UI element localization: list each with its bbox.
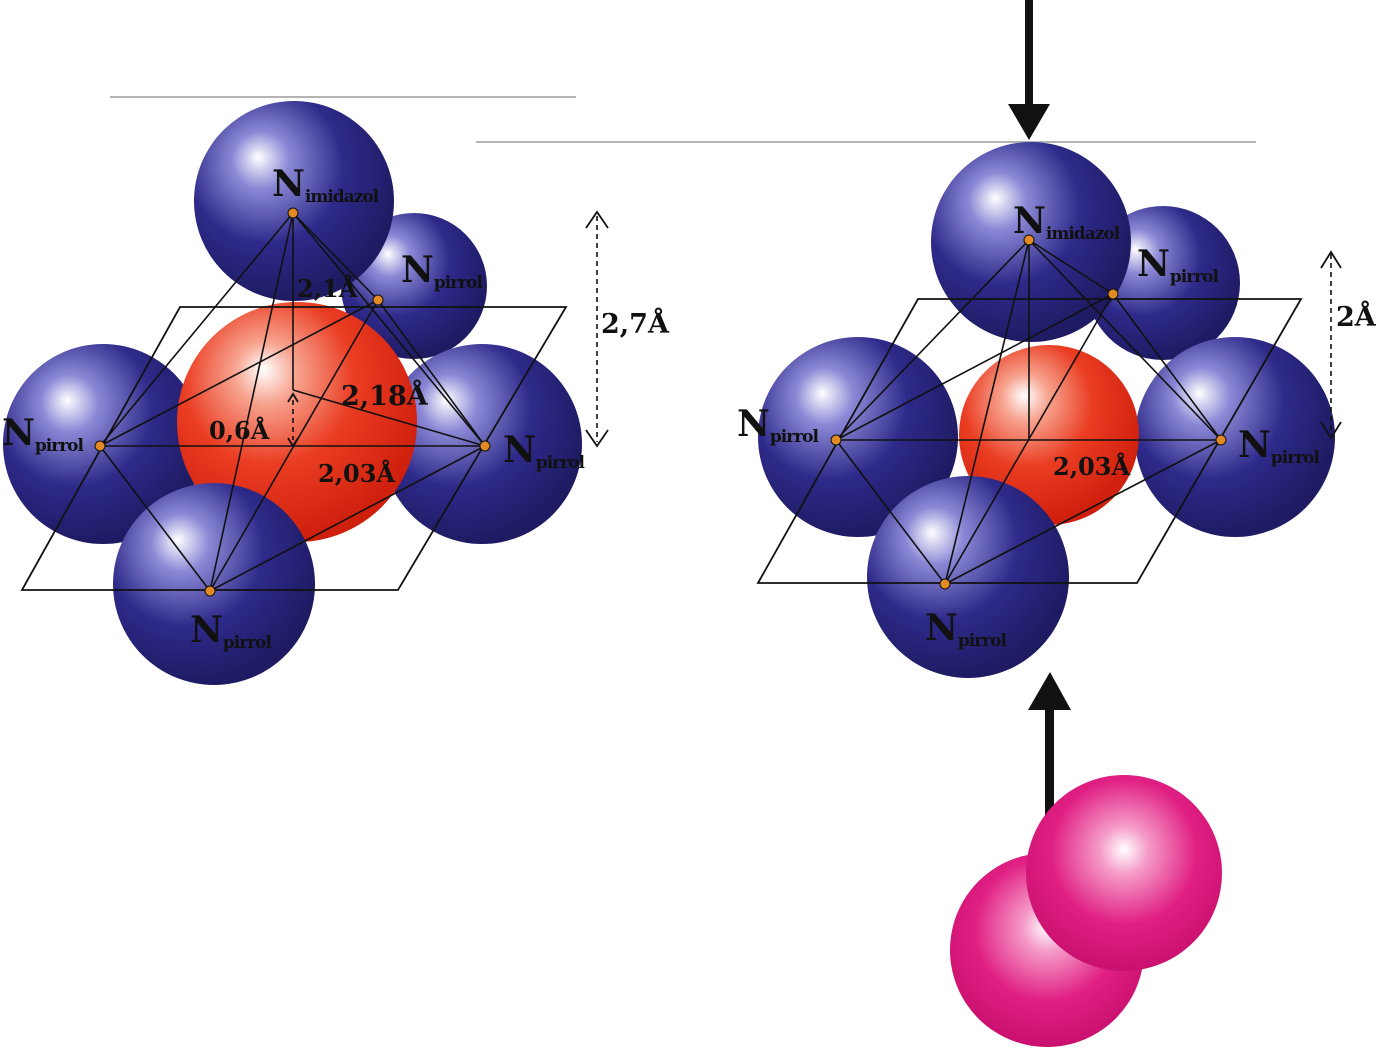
label-n-pirrol-front-r: Npirrol [925,607,1008,651]
label-n-pirrol-right-r: Npirrol [1238,424,1321,468]
bond-lines-r [835,239,1222,585]
height-label-right: 2Å [1336,299,1377,333]
oxy-heme-structure: Nimidazol Npirrol Npirrol Npirrol Npirro… [737,142,1377,678]
distance-fe-n-imidazol: 2,1Å [297,274,358,303]
atom-o-2 [1026,775,1222,971]
atom-centers [94,207,491,597]
displacement-label: 0,6Å [209,416,270,445]
distance-fe-n-pirrol-plane: 2,03Å [318,459,395,488]
porphyrin-plane [20,306,568,591]
atom-fe-r [959,345,1139,525]
label-n-imidazol-r: Nimidazol [1013,200,1121,244]
height-label-left: 2,7Å [601,306,670,340]
oxygen-molecule [950,775,1222,1047]
atom-n-pirrol-right-r [1135,337,1335,537]
atom-fe [177,302,417,542]
distance-fe-n-pirrol-apex: 2,18Å [341,378,429,412]
label-n-pirrol-back-r: Npirrol [1137,243,1220,287]
top-arrow [1008,0,1050,140]
deoxy-heme-structure: Nimidazol Npirrol Npirrol Npirrol Npirro… [2,101,670,685]
label-n-pirrol-left: Npirrol [2,412,85,456]
bottom-arrow [1028,672,1071,816]
atom-n-pirrol-front-r [867,476,1069,678]
label-n-pirrol-front: Npirrol [190,609,273,653]
atom-n-imidazol [194,101,394,301]
label-n-pirrol-right: Npirrol [503,429,586,473]
label-n-pirrol-back: Npirrol [401,249,484,293]
label-n-pirrol-left-r: Npirrol [737,403,820,447]
atom-n-pirrol-left-r [758,337,958,537]
distance-fe-n-pirrol-plane-r: 2,03Å [1053,452,1130,481]
porphyrin-plane-r [756,298,1303,584]
label-n-imidazol: Nimidazol [272,163,380,207]
atom-centers-r [830,234,1227,590]
